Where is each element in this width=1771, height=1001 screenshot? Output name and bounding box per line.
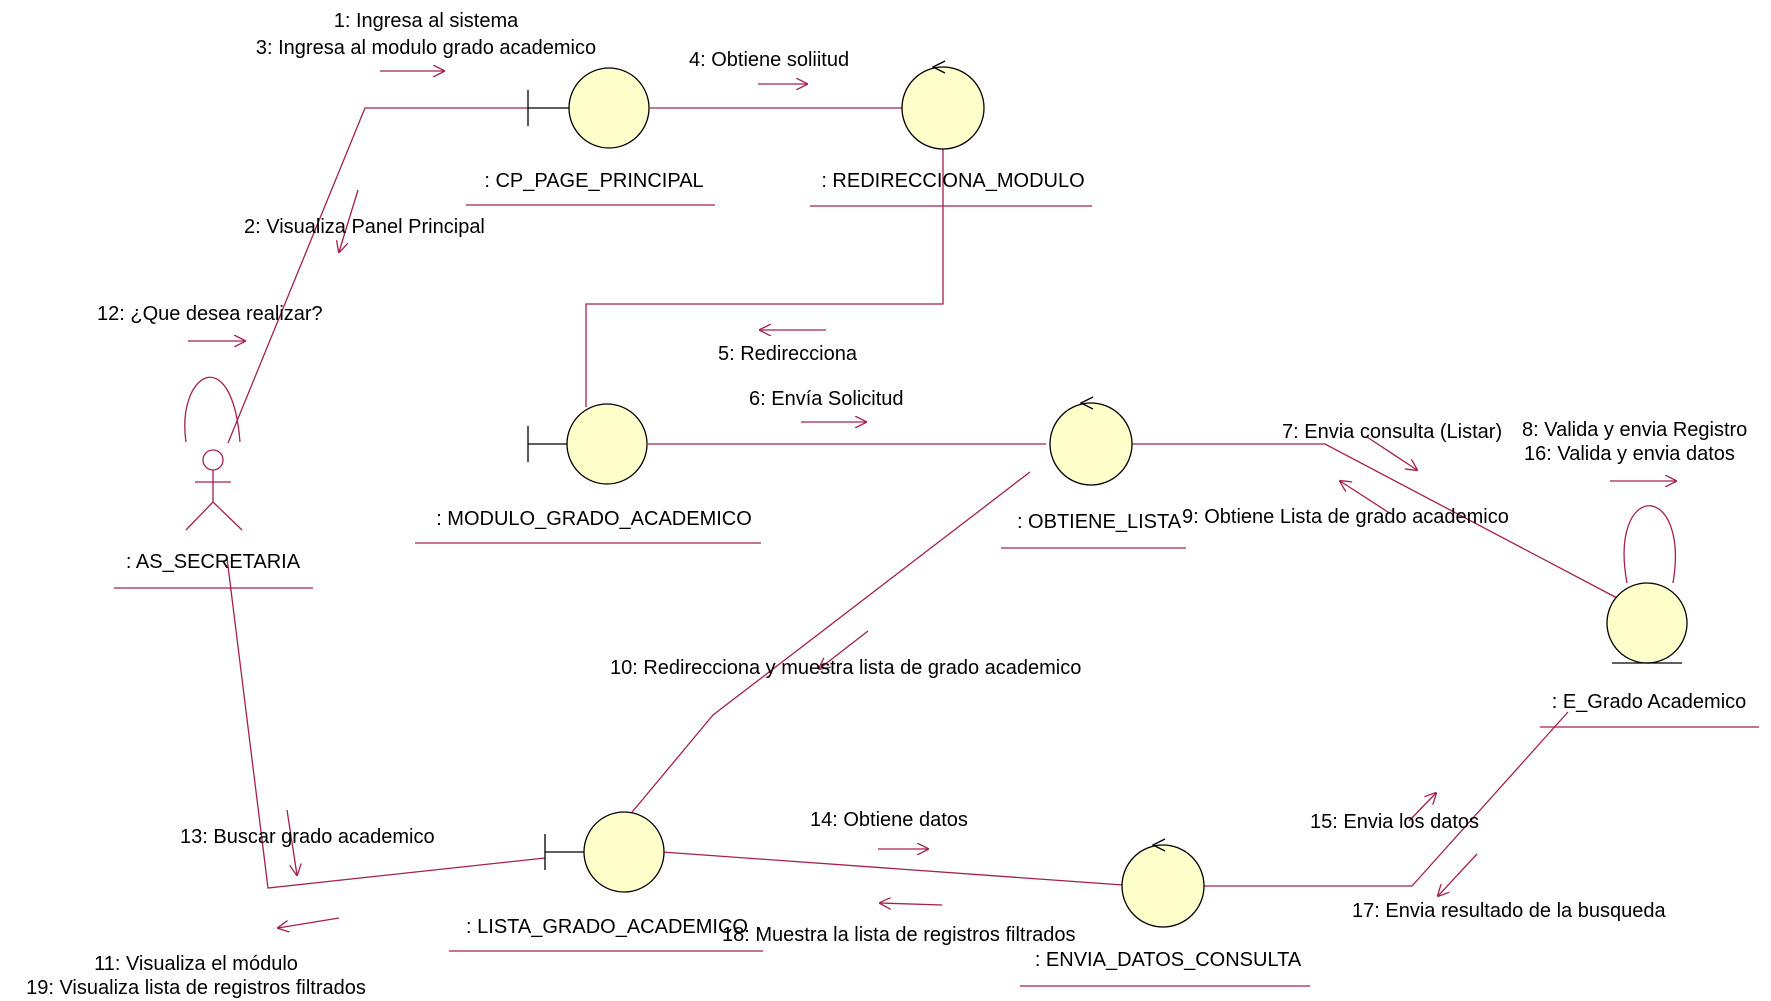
link-envia-datos-e-grado[interactable] [1204,711,1569,887]
message-label-m13: 13: Buscar grado academico [180,826,435,848]
message-arrows [188,71,1676,928]
message-label-m15: 15: Envia los datos [1310,811,1479,833]
arrow-m17 [1438,853,1478,896]
message-label-m6: 6: Envía Solicitud [749,388,904,410]
message-label-m3: 3: Ingresa al modulo grado academico [256,37,596,59]
object-modulo-grado-academico[interactable]: : MODULO_GRADO_ACADEMICO [415,403,761,544]
message-label-m10: 10: Redirecciona y muestra lista de grad… [610,657,1081,679]
boundary-icon [568,67,650,149]
message-label-m18: 18: Muestra la lista de registros filtra… [722,924,1076,946]
message-label-m12: 12: ¿Que desea realizar? [97,303,323,325]
actor-head-icon [202,449,224,471]
message-label-m7: 7: Envia consulta (Listar) [1282,421,1502,443]
object-label-as-secretaria: : AS_SECRETARIA [126,551,301,573]
message-label-m16: 16: Valida y envia datos [1524,443,1735,465]
link-redirecciona-modulo[interactable] [585,145,944,407]
link-obtiene-lista-e-grado[interactable] [1126,443,1618,599]
control-arrow-icon [1079,396,1094,410]
object-label-obtiene-lista: : OBTIENE_LISTA [1017,511,1182,533]
boundary-icon [566,403,648,485]
arrow-m15 [1408,793,1436,822]
object-label-redirecciona-modulo: : REDIRECCIONA_MODULO [821,170,1084,192]
link-secretaria-lista-grado[interactable] [226,557,546,889]
arrow-m10 [819,630,869,669]
actor-leg-left [185,501,214,531]
self-loop-secretaria [184,376,241,443]
arrow-m13 [286,809,297,875]
object-redirecciona-modulo[interactable]: : REDIRECCIONA_MODULO [810,60,1092,207]
message-labels: 1: Ingresa al sistema 3: Ingresa al modu… [26,10,1747,999]
arrow-m11-m19 [278,917,340,928]
control-icon [901,66,985,150]
object-cp-page-principal[interactable]: : CP_PAGE_PRINCIPAL [466,67,715,206]
object-lista-grado-academico[interactable]: : LISTA_GRADO_ACADEMICO [449,811,763,952]
object-label-e-grado-academico: : E_Grado Academico [1552,691,1747,713]
object-label-envia-datos-consulta: : ENVIA_DATOS_CONSULTA [1035,949,1302,971]
object-label-modulo-grado-academico: : MODULO_GRADO_ACADEMICO [436,508,752,530]
arrow-m9 [1340,481,1392,515]
control-icon [1049,402,1133,486]
message-label-m17: 17: Envia resultado de la busqueda [1352,900,1666,922]
message-label-m8: 8: Valida y envia Registro [1522,419,1747,441]
entity-icon [1606,582,1688,664]
link-obtiene-lista-lista-grado[interactable] [627,471,1031,818]
boundary-icon [583,811,665,893]
object-envia-datos-consulta[interactable]: : ENVIA_DATOS_CONSULTA [1020,838,1310,987]
link-lista-grado-envia-datos[interactable] [661,851,1124,886]
message-label-m9: 9: Obtiene Lista de grado academico [1182,506,1509,528]
object-label-cp-page-principal: : CP_PAGE_PRINCIPAL [484,170,703,192]
message-label-m4: 4: Obtiene soliitud [689,49,849,71]
link-secretaria-cp-page[interactable] [227,107,528,444]
control-arrow-icon [1151,838,1166,852]
message-label-m14: 14: Obtiene datos [810,809,968,831]
self-loop-e-grado [1623,505,1676,584]
actor-as-secretaria[interactable]: : AS_SECRETARIA [114,376,313,589]
message-label-m2: 2: Visualiza Panel Principal [244,216,485,238]
message-label-m5: 5: Redirecciona [718,343,858,365]
actor-leg-right [212,501,243,531]
message-label-m19: 19: Visualiza lista de registros filtrad… [26,977,366,999]
control-arrow-icon [931,60,946,74]
links [226,107,1618,889]
object-e-grado-academico[interactable]: : E_Grado Academico [1540,505,1759,728]
message-label-m1: 1: Ingresa al sistema [334,10,519,32]
arrow-m18 [880,903,943,905]
object-label-lista-grado-academico: : LISTA_GRADO_ACADEMICO [466,916,748,938]
arrow-m7 [1366,436,1417,470]
object-obtiene-lista[interactable]: : OBTIENE_LISTA [1001,396,1186,549]
message-label-m11: 11: Visualiza el módulo [94,953,298,975]
control-icon [1121,844,1205,928]
arrow-m2 [339,189,359,252]
